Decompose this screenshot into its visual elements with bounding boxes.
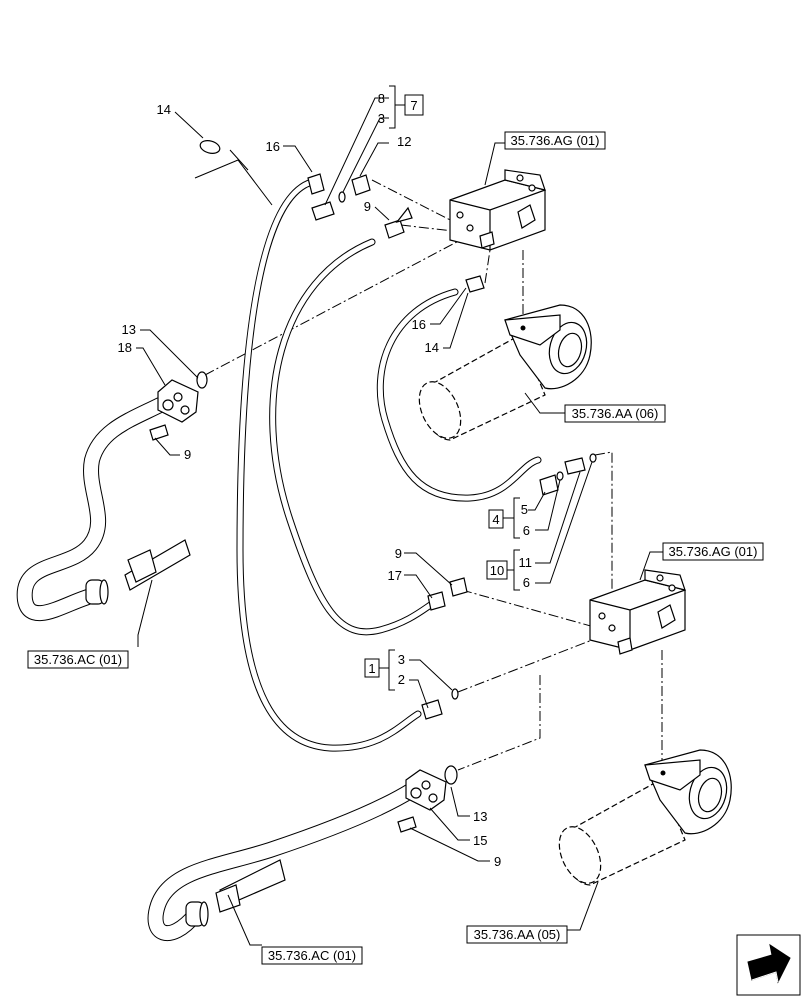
brackets [379,85,520,691]
callout-9-left[interactable]: 9 [184,447,191,462]
callout-16-mid[interactable]: 16 [412,317,426,332]
callout-9-mid[interactable]: 9 [395,546,402,561]
valve-top [449,169,546,251]
callout-18[interactable]: 18 [118,340,132,355]
callout-6-b[interactable]: 6 [523,575,530,590]
callout-7[interactable]: 7 [410,98,417,113]
callout-13-left[interactable]: 13 [122,322,136,337]
fittings [149,140,597,833]
seal-3 [338,191,346,203]
callout-15[interactable]: 15 [473,833,487,848]
hose-end-17 [427,591,446,611]
callout-14-mid[interactable]: 14 [425,340,439,355]
callout-4[interactable]: 4 [492,512,499,527]
reference-boxes: 35.736.AG (01) 35.736.AA (06) 35.736.AG … [27,131,764,965]
callouts: 14 16 8 3 12 9 16 14 13 18 9 5 6 11 6 9 … [118,91,532,869]
callout-12[interactable]: 12 [397,134,411,149]
elbow-16 [307,173,325,195]
center-lines [204,179,663,771]
adapter-16 [465,275,485,293]
ref-ag-bot[interactable]: 35.736.AG (01) [669,544,758,559]
plug-11 [564,457,586,475]
callout-6-a[interactable]: 6 [523,523,530,538]
ref-ac-left[interactable]: 35.736.AC (01) [34,652,122,667]
callout-2[interactable]: 2 [398,672,405,687]
callout-14-top[interactable]: 14 [157,102,171,117]
bolt-9 [149,424,169,441]
callout-5[interactable]: 5 [521,502,528,517]
ref-ag-top[interactable]: 35.736.AG (01) [511,133,600,148]
adapter-8 [311,201,335,221]
pipe-flanges [85,379,447,927]
adapter-9-mid [449,577,468,597]
ref-aa-bot[interactable]: 35.736.AA (05) [474,927,561,942]
adapter-5 [539,474,559,496]
o-ring-14 [199,140,221,154]
cylinder-bottom [558,749,732,886]
o-ring-13 [196,371,208,389]
callout-9-bot[interactable]: 9 [494,854,501,869]
adapter-9 [384,219,405,239]
callout-8[interactable]: 8 [378,91,385,106]
rigid-pipes [16,397,420,942]
callout-13-bot[interactable]: 13 [473,809,487,824]
seal-3-bot [451,688,459,700]
adapter-2 [421,699,443,720]
flange-top [157,379,199,423]
seal-6 [556,471,564,481]
callout-9-top[interactable]: 9 [364,199,371,214]
callout-11[interactable]: 11 [519,555,533,570]
callout-16-top[interactable]: 16 [266,139,280,154]
o-ring-13-bot [444,765,458,785]
callout-1[interactable]: 1 [368,661,375,676]
seal-6b [589,453,597,463]
leader-lines [136,97,663,946]
boxed-items: 7 4 10 1 [364,94,508,678]
hoses [236,178,542,752]
pipe-end-left [85,539,191,605]
callout-17[interactable]: 17 [388,568,402,583]
plug-12 [351,174,371,196]
ref-aa-top[interactable]: 35.736.AA (06) [572,406,659,421]
flange-bottom [405,769,447,811]
callout-3-top[interactable]: 3 [378,111,385,126]
valve-bottom [589,569,686,655]
adapter-9-end [395,206,413,224]
callout-10[interactable]: 10 [490,563,504,578]
break-marks [194,149,273,206]
cylinder-top [418,304,592,441]
pipe-end-bottom [185,859,286,927]
arrow-back-icon[interactable] [736,934,801,996]
ref-ac-bot[interactable]: 35.736.AC (01) [268,948,356,963]
callout-3-bot[interactable]: 3 [398,652,405,667]
